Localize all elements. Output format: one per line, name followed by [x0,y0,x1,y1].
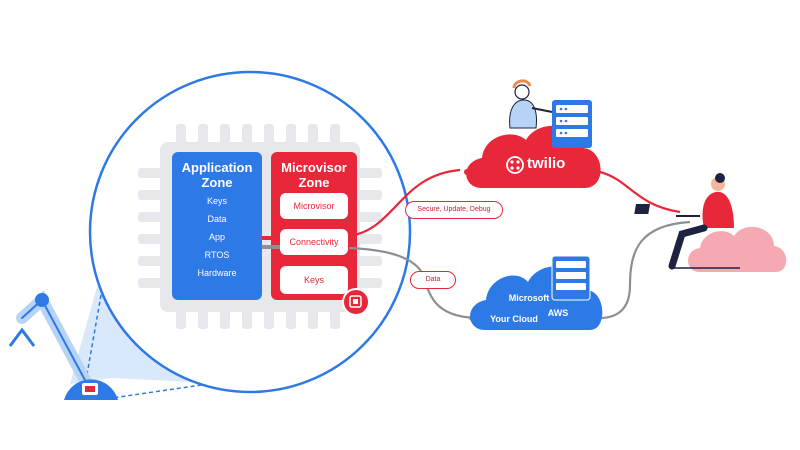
application-item-data: Data [207,214,227,224]
laptop-icon [634,204,700,217]
microvisor-zone-title-line1: Microvisor [281,160,347,175]
keys-box: Keys [280,266,348,294]
engineer-person-icon [509,79,553,129]
zone-connector-red [262,236,280,240]
person-icon [668,173,740,270]
application-item-rtos: RTOS [204,250,230,260]
server-rack-bottom-icon [551,255,591,301]
secure-update-debug-label: Secure, Update, Debug [405,201,503,219]
application-item-keys: Keys [206,196,227,206]
microvisor-zone-panel [271,152,357,300]
microvisor-zone-title-line2: Zone [298,175,330,190]
chip-badge-icon [342,288,370,316]
secure-connection-line [348,168,461,238]
connectivity-box: Connectivity [280,229,348,255]
user-to-cloud-line [589,220,691,320]
robot-arm-icon [8,290,118,400]
twilio-to-user-line [599,170,681,214]
application-zone-title-line2: Zone [201,175,233,190]
data-label: Data [410,271,456,289]
microvisor-box: Microvisor [280,193,348,219]
twilio-brand-text: twilio [527,155,566,172]
application-zone-panel [172,152,262,300]
twilio-logo-icon [506,156,524,174]
your-cloud-label: Your Cloud [490,314,538,324]
pink-cloud [688,226,787,272]
application-zone-title-line1: Application [181,160,253,175]
aws-label: AWS [547,308,569,318]
microsoft-label: Microsoft [508,293,550,303]
application-item-hardware: Hardware [197,268,237,278]
server-rack-icon [552,100,592,148]
zone-connector-gray [262,245,280,249]
application-item-app: App [208,232,225,242]
